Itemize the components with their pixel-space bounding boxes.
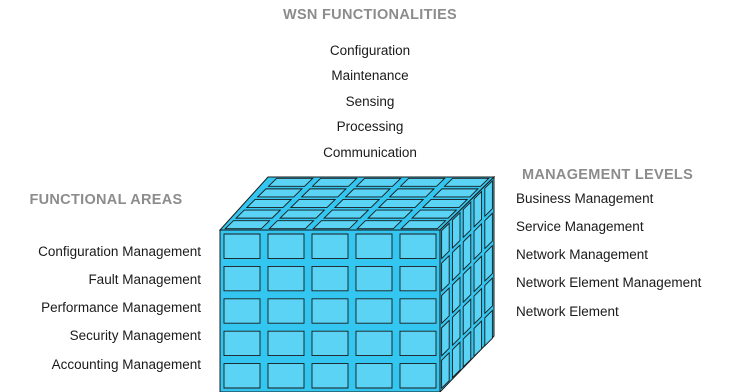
front-cell xyxy=(311,363,349,389)
front-cell xyxy=(267,363,305,389)
side-cell xyxy=(484,309,493,347)
top-cell xyxy=(234,209,282,219)
top-cell xyxy=(322,209,370,219)
side-cell xyxy=(473,319,483,358)
side-cell xyxy=(484,179,493,218)
top-cell xyxy=(300,188,348,198)
front-cell xyxy=(355,298,393,324)
front-cell xyxy=(399,233,437,259)
wsn-functionalities-heading: WSN FUNCTIONALITIES xyxy=(282,7,458,23)
front-cell xyxy=(355,233,393,259)
front-cell xyxy=(267,330,305,357)
front-cell xyxy=(399,265,437,292)
functional-area-item: Performance Management xyxy=(41,300,201,315)
front-cell xyxy=(355,363,393,389)
top-cell xyxy=(224,220,271,230)
front-cell xyxy=(223,298,261,324)
management-level-item: Service Management xyxy=(516,219,644,234)
side-cell xyxy=(462,265,472,304)
wsn-functionality-item: Maintenance xyxy=(331,68,409,83)
front-cell xyxy=(399,298,437,324)
front-cell xyxy=(399,330,437,357)
functional-area-item: Fault Management xyxy=(88,272,201,287)
top-cell xyxy=(311,177,358,187)
top-cell xyxy=(355,177,402,187)
side-cell xyxy=(473,287,483,326)
side-cell xyxy=(462,298,472,336)
front-cell xyxy=(267,265,305,292)
side-cell xyxy=(451,308,461,347)
wsn-functionality-item: Processing xyxy=(336,119,404,134)
side-cell xyxy=(441,351,450,390)
functional-area-item: Configuration Management xyxy=(38,244,201,259)
side-cell xyxy=(473,190,483,228)
top-cell xyxy=(268,220,315,230)
front-cell xyxy=(223,265,261,292)
top-cell xyxy=(256,188,304,198)
functional-areas-heading: FUNCTIONAL AREAS xyxy=(29,192,183,208)
front-cell xyxy=(311,330,349,357)
top-cell xyxy=(399,177,446,187)
top-cell xyxy=(344,188,392,198)
side-cell xyxy=(462,233,472,271)
top-cell xyxy=(388,188,436,198)
top-cell xyxy=(312,220,359,230)
side-cell xyxy=(441,254,450,293)
top-cell xyxy=(443,177,490,187)
front-cell xyxy=(267,233,305,259)
front-cell xyxy=(355,265,393,292)
side-cell xyxy=(451,243,461,282)
wsn-functionality-item: Communication xyxy=(323,145,417,160)
top-cell xyxy=(245,199,293,208)
front-cell xyxy=(311,298,349,324)
side-cell xyxy=(484,244,493,283)
management-level-item: Business Management xyxy=(516,191,654,206)
wsn-functionality-item: Sensing xyxy=(345,94,395,109)
front-cell xyxy=(267,298,305,324)
side-cell xyxy=(462,330,472,369)
side-cell xyxy=(473,222,483,261)
side-cell xyxy=(484,212,493,250)
functional-area-item: Accounting Management xyxy=(51,357,201,372)
management-level-item: Network Management xyxy=(516,247,649,262)
front-cell xyxy=(223,330,261,357)
top-cell xyxy=(377,199,425,208)
front-cell xyxy=(223,233,261,259)
management-level-item: Network Element Management xyxy=(516,275,702,290)
top-cell xyxy=(432,188,480,198)
front-cell xyxy=(355,330,393,357)
top-cell xyxy=(400,220,447,230)
side-cell xyxy=(462,200,472,239)
management-levels-heading: MANAGEMENT LEVELS xyxy=(522,167,694,183)
top-cell xyxy=(421,199,469,208)
front-cell xyxy=(311,265,349,292)
side-cell xyxy=(441,319,450,357)
functional-area-item: Security Management xyxy=(69,328,201,343)
side-cell xyxy=(451,276,461,314)
top-cell xyxy=(410,209,458,219)
side-cell xyxy=(451,211,461,250)
side-cell xyxy=(473,255,483,293)
side-cell xyxy=(484,276,493,315)
side-cell xyxy=(441,222,450,260)
side-cell xyxy=(441,286,450,325)
front-cell xyxy=(399,363,437,389)
top-cell xyxy=(333,199,381,208)
top-cell xyxy=(278,209,326,219)
top-cell xyxy=(267,177,314,187)
wsn-functionality-item: Configuration xyxy=(329,43,411,58)
management-level-item: Network Element xyxy=(516,304,619,319)
top-cell xyxy=(356,220,403,230)
front-cell xyxy=(223,363,261,389)
top-cell xyxy=(366,209,414,219)
top-cell xyxy=(289,199,337,208)
side-cell xyxy=(451,341,461,379)
front-cell xyxy=(311,233,349,259)
